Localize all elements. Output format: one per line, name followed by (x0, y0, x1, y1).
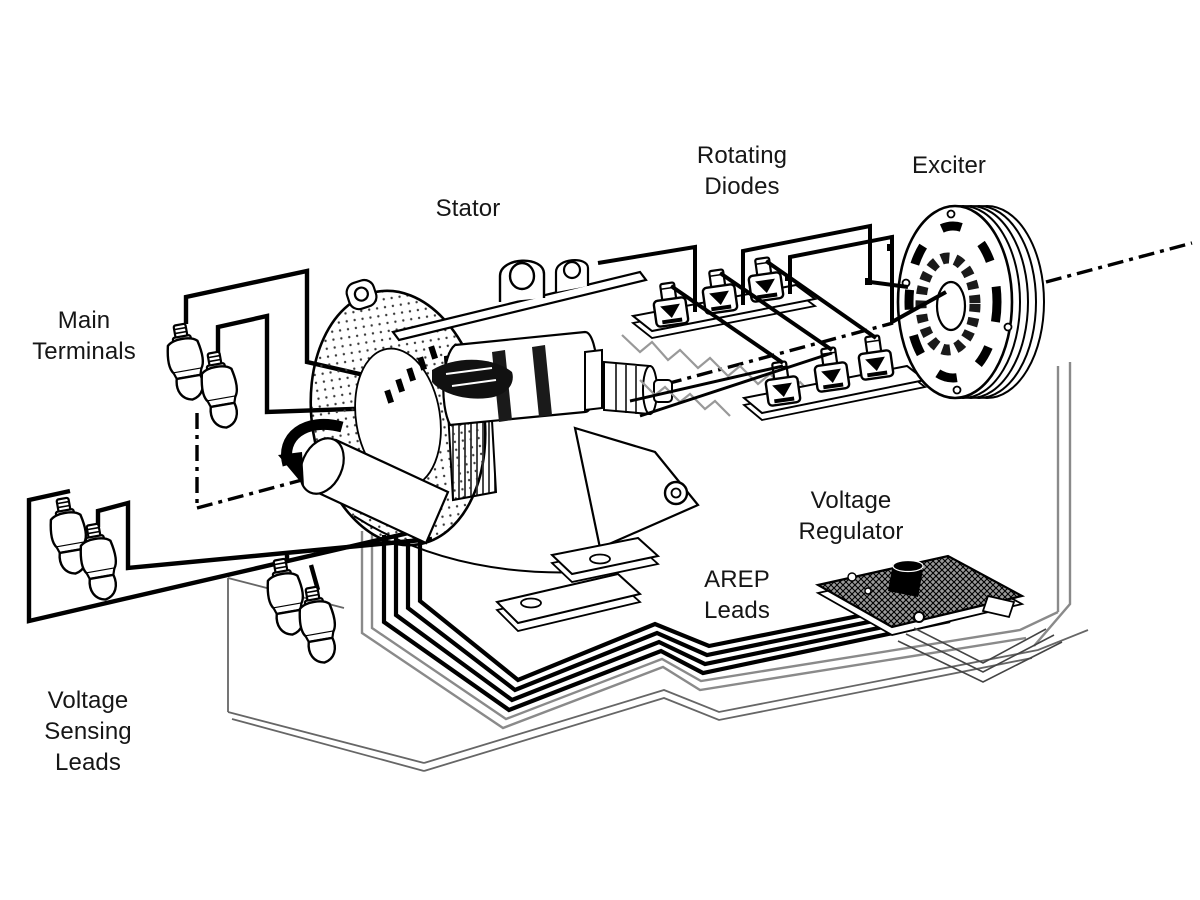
foot-bracket (573, 426, 700, 550)
rotor-field-wires (629, 351, 833, 418)
voltage-sensing-lead-wires (26, 488, 433, 624)
exciter-wheel (896, 204, 1045, 400)
label-arep-leads: AREP Leads (704, 566, 770, 624)
stator-slots (384, 345, 439, 404)
label-voltage-sensing-leads: Voltage Sensing Leads (44, 687, 132, 776)
shaft-axis-centerline (195, 241, 1193, 510)
exciter-field-wires (597, 223, 947, 365)
regulator-connector (981, 594, 1016, 619)
label-exciter: Exciter (911, 152, 987, 179)
label-main-terminals: Main Terminals (32, 307, 136, 365)
diode-6 (854, 332, 895, 382)
wire-junctions (785, 244, 894, 285)
arep-lead-bundle (381, 535, 951, 713)
field-lead-wires (360, 362, 1072, 730)
stator-assembly (278, 259, 700, 632)
diode-1 (649, 279, 690, 329)
voltage-regulator-board (814, 554, 1026, 636)
mounting-foot-front (495, 572, 643, 625)
label-stator: Stator (435, 195, 501, 222)
winding-end (432, 359, 513, 399)
label-voltage-regulator: Voltage Regulator (798, 487, 904, 545)
label-rotating-diodes: Rotating Diodes (696, 142, 788, 200)
terminal-insulators (44, 320, 343, 667)
lifting-eye-rear (345, 278, 378, 311)
rotation-arrow (278, 418, 344, 486)
regulator-wire-loops (897, 627, 1063, 683)
base-platform (227, 577, 1089, 772)
diode-2 (698, 266, 739, 316)
regulator-component (888, 564, 923, 597)
